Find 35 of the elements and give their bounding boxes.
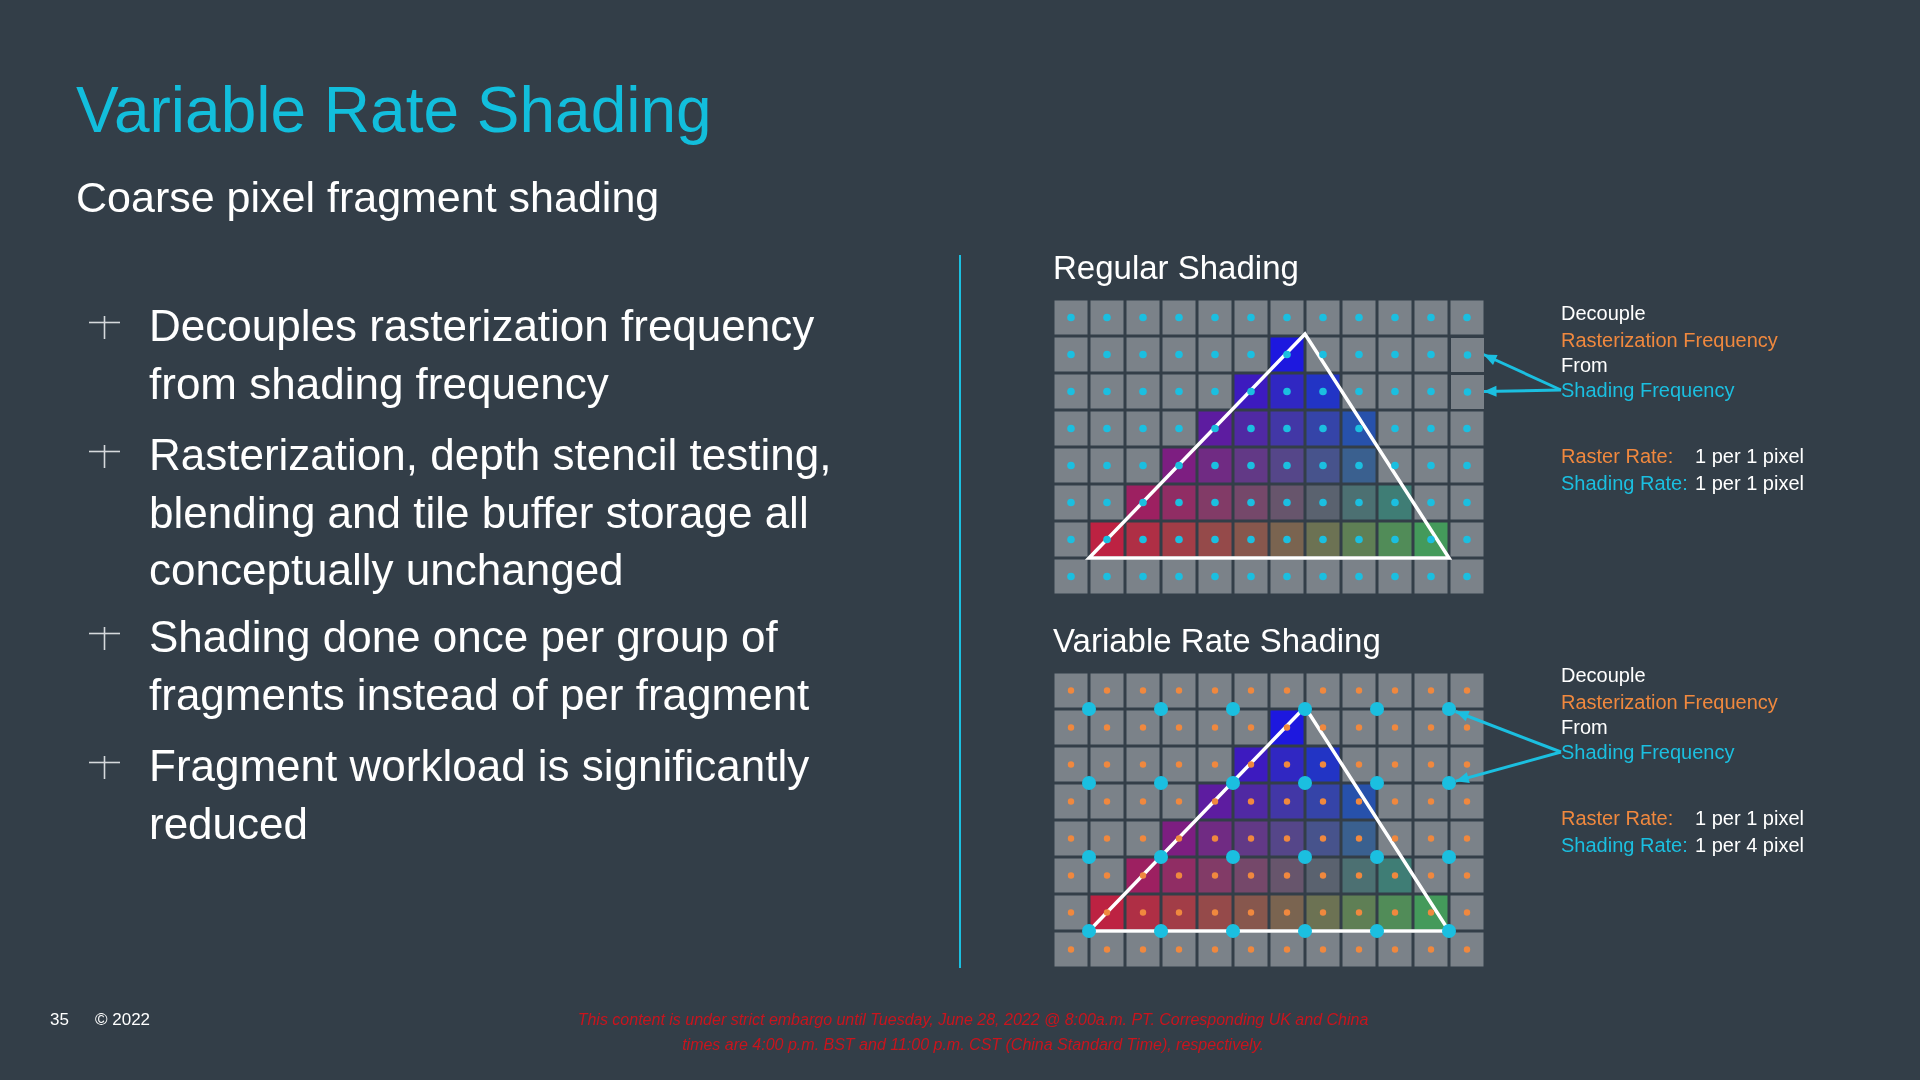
panel-heading: Regular Shading <box>1053 248 1299 288</box>
annotation-text: From <box>1561 352 1608 378</box>
callout-text: Shading Frequency <box>1561 377 1735 403</box>
rate-value: 1 per 1 pixel <box>1695 443 1804 469</box>
rate-label: Shading Rate: <box>1561 832 1688 858</box>
rate-label: Raster Rate: <box>1561 443 1674 469</box>
bullet-text: Shading done once per group of fragments instead of per fragment <box>149 611 811 721</box>
annotation-text: Decouple <box>1561 300 1646 326</box>
leader-line <box>1482 353 1562 392</box>
pixel-square <box>1450 337 1484 372</box>
pixel-square <box>1450 374 1484 409</box>
sample-dot <box>1442 702 1456 716</box>
panel-heading: Variable Rate Shading <box>1053 621 1381 661</box>
bullet-text: Decouples rasterization frequency from shading frequency <box>149 300 816 410</box>
rate-value: 1 per 1 pixel <box>1695 805 1804 831</box>
embargo-notice: This content is under strict embargo until Tuesday, June 28, 2022 @ 8:00a.m. PT. Corresponding UK and China times are 4:00 p.m. BST and 11:00 p.m. CST (China Standard Time), respectively. <box>576 1009 1370 1055</box>
annotation-text: Rasterization Frequency <box>1561 327 1778 353</box>
page-number: 35 <box>50 1010 69 1030</box>
annotation-text: Decouple <box>1561 662 1646 688</box>
rate-label: Raster Rate: <box>1561 805 1674 831</box>
leader-line <box>1483 385 1562 397</box>
bullet-text: Rasterization, depth stencil testing, blending and tile buffer storage all conceptually unchanged <box>149 429 833 597</box>
callout-text: Shading Frequency <box>1561 739 1735 765</box>
slide-title: Variable Rate Shading <box>76 73 712 148</box>
bullet-text: Fragment workload is significantly reduced <box>149 740 811 850</box>
rate-value: 1 per 1 pixel <box>1695 470 1804 496</box>
leader-line <box>1455 750 1562 783</box>
rate-label: Shading Rate: <box>1561 470 1688 496</box>
annotation-text: From <box>1561 714 1608 740</box>
leader-line <box>1455 710 1562 754</box>
sample-dot <box>1442 776 1456 790</box>
subtitle: Coarse pixel fragment shading <box>76 172 660 223</box>
rate-value: 1 per 4 pixel <box>1695 832 1804 858</box>
copyright-notice: © 2022 <box>95 1010 151 1030</box>
annotation-text: Rasterization Frequency <box>1561 689 1778 715</box>
